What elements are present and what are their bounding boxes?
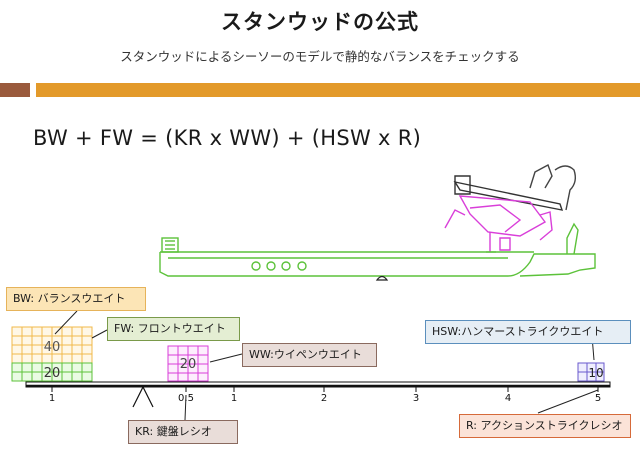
bw-weight (11, 326, 93, 382)
balance-rail (375, 275, 389, 281)
fw-weight-value: 20 (44, 366, 61, 381)
tick-label-3: 3 (413, 393, 419, 404)
action-drawing (444, 163, 577, 253)
label-hammer-strike-weight: HSW:ハンマーストライクウエイト (425, 320, 631, 344)
scale-ticks (51, 387, 599, 392)
fulcrum (132, 385, 154, 408)
slide-subtitle: スタンウッドによるシーソーのモデルで静的なバランスをチェックする (120, 49, 520, 64)
label-key-ratio: KR: 鍵盤レシオ (128, 420, 238, 444)
tick-label-2: 2 (321, 393, 327, 404)
ww-weight-value: 20 (180, 357, 197, 372)
seesaw-beam (25, 381, 611, 388)
tick-label-1: 1 (231, 393, 237, 404)
label-front-weight: FW: フロントウエイト (107, 317, 240, 341)
header-bar-right (36, 83, 640, 97)
label-wippen-weight: WW:ウイペンウエイト (242, 343, 377, 367)
tick-label-4: 4 (505, 393, 511, 404)
tick-label-0-5: 0.5 (178, 393, 194, 404)
slide-title: スタンウッドの公式 (221, 10, 419, 34)
formula: BW + FW = (KR x WW) + (HSW x R) (33, 126, 422, 150)
ww-weight (167, 345, 209, 382)
label-action-strike-ratio: R: アクションストライクレシオ (459, 414, 631, 438)
tick-label-1-left: 1 (49, 393, 55, 404)
tick-label-5: 5 (595, 393, 601, 404)
callout-lines (54, 310, 599, 421)
hsw-weight (577, 362, 605, 382)
piano-key-drawing (159, 222, 596, 277)
header-bar-left (0, 83, 30, 97)
bw-weight-value: 40 (44, 340, 61, 355)
hsw-weight-value: 10 (588, 366, 603, 380)
label-balance-weight: BW: バランスウエイト (6, 287, 146, 311)
